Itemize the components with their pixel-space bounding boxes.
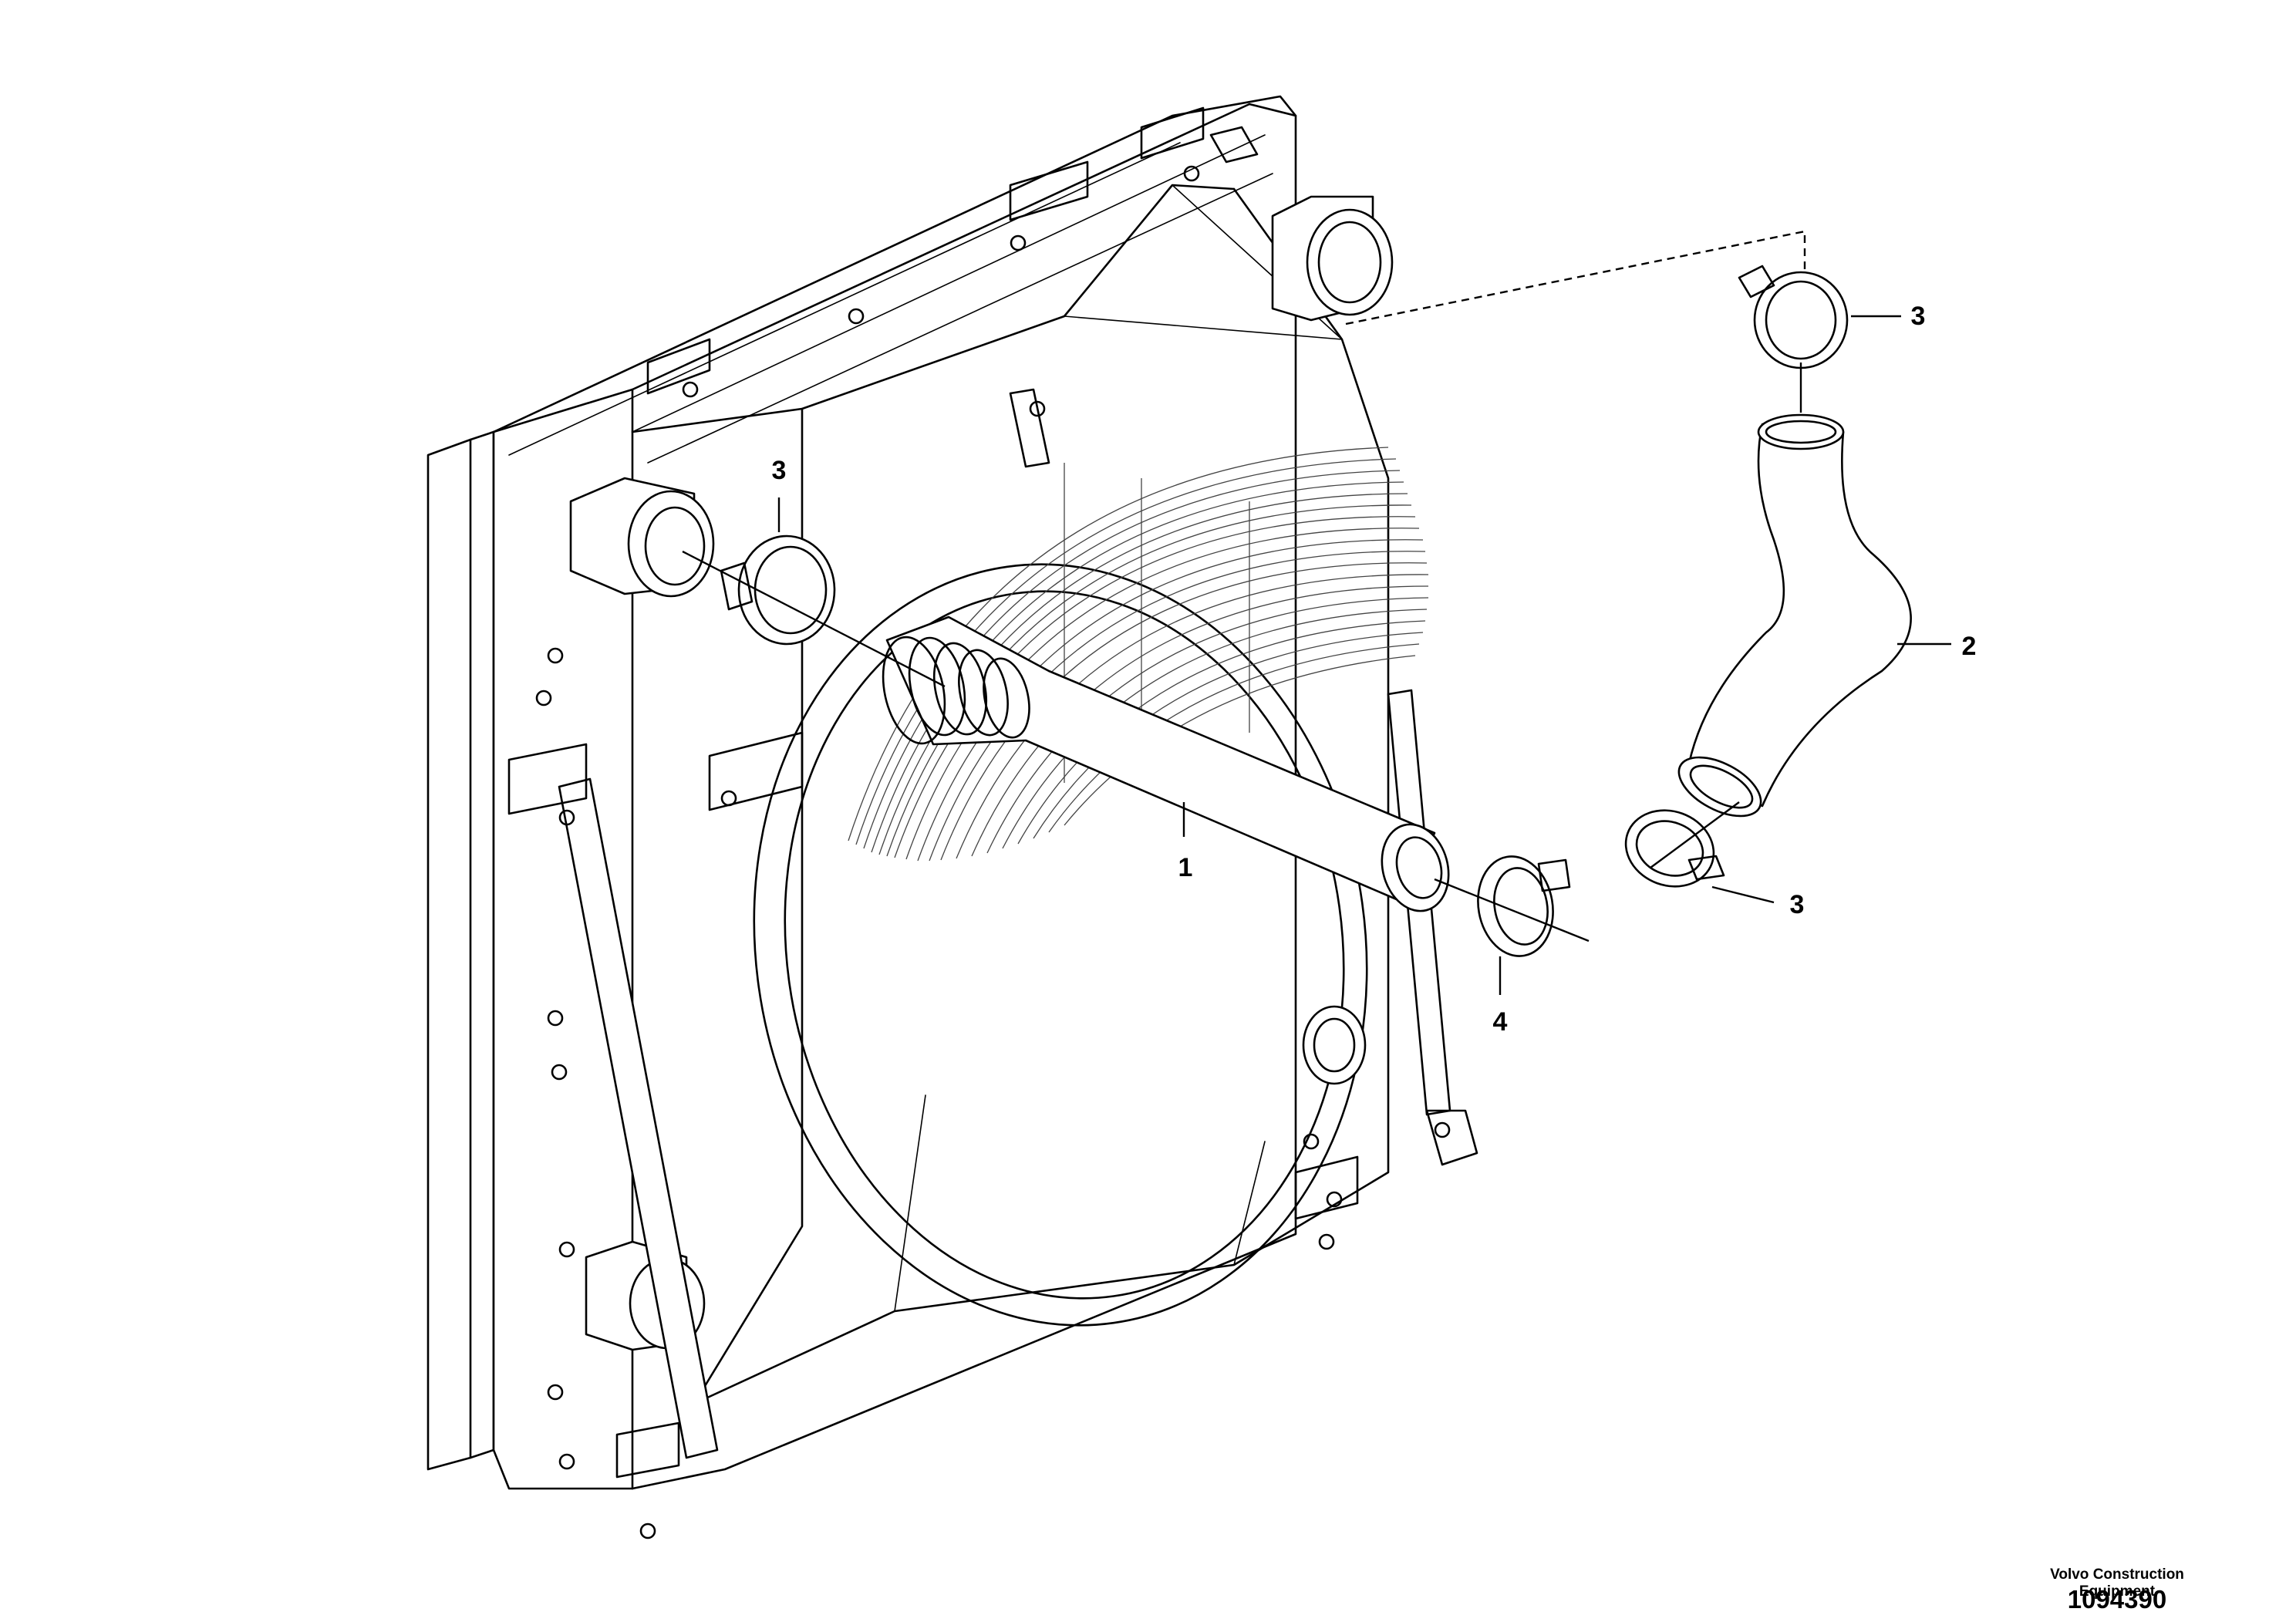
- illustration-number: 1094390: [2067, 1585, 2167, 1614]
- leader-lines: [682, 230, 1951, 995]
- callout-3-upper-right: 3: [1910, 302, 1926, 331]
- hose-part-2: [1677, 413, 1912, 818]
- clamp-part-3-lower-right: [1624, 809, 1725, 888]
- hose-part-1: [882, 615, 1450, 912]
- clamp-part-4: [1477, 855, 1571, 957]
- callout-1: 1: [1178, 853, 1193, 882]
- callout-3-left: 3: [771, 456, 787, 485]
- manufacturer-line-2: Equipment: [2079, 1583, 2156, 1600]
- manufacturer-label: Volvo Construction Equipment: [2005, 1566, 2229, 1600]
- radiator-assembly: [426, 95, 1478, 1539]
- callout-4: 4: [1492, 1007, 1508, 1037]
- callout-2: 2: [1961, 632, 1977, 661]
- callout-3-lower-right: 3: [1789, 890, 1805, 919]
- fan-blades: [848, 447, 1429, 862]
- clamp-part-3-upper-right: [1738, 265, 1849, 369]
- manufacturer-line-1: Volvo Construction: [2050, 1566, 2184, 1583]
